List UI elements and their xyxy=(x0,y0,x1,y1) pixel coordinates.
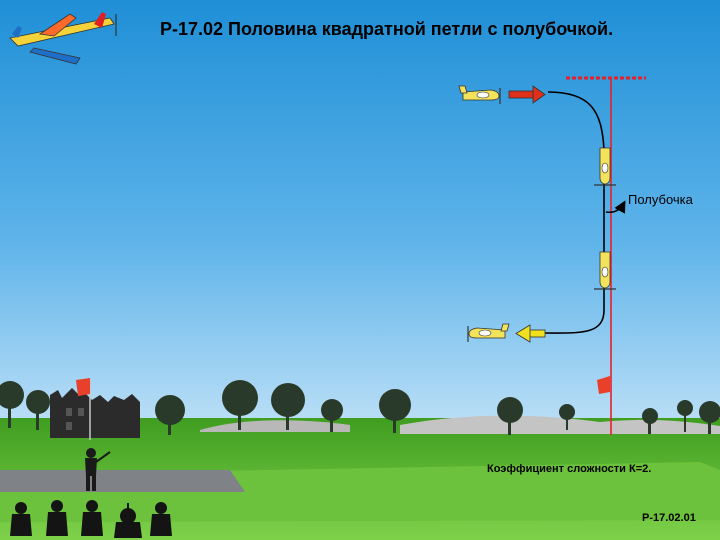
tree xyxy=(559,404,575,430)
left-flag xyxy=(76,378,91,440)
aircraft-exit-icon xyxy=(467,323,510,342)
aircraft-vertical-upper-icon xyxy=(594,147,616,186)
judge-silhouette xyxy=(81,500,103,536)
runway xyxy=(0,470,245,492)
judge-silhouette xyxy=(150,502,172,536)
aircraft-vertical-lower-icon xyxy=(594,251,616,290)
ground xyxy=(0,415,720,540)
tree xyxy=(379,389,411,433)
difficulty-label: Коэффициент сложности К=2. xyxy=(487,463,652,475)
tree xyxy=(699,401,720,434)
exit-arrow xyxy=(515,324,546,343)
half-roll-pointer xyxy=(605,200,626,214)
figure-code-label: Р-17.02.01 xyxy=(642,512,696,524)
figure-title: Р-17.02 Половина квадратной петли с полу… xyxy=(160,19,614,39)
flag-icon xyxy=(597,376,610,394)
ruined-building xyxy=(50,388,140,438)
manoeuvre-path xyxy=(544,91,605,334)
aerobatic-plane-icon xyxy=(9,12,117,65)
tree xyxy=(0,381,24,428)
tree xyxy=(155,395,185,435)
judge-silhouette xyxy=(10,502,32,536)
tree xyxy=(271,383,305,430)
tree xyxy=(677,400,693,432)
half-roll-label: Полубочка xyxy=(628,192,693,207)
judge-silhouette xyxy=(46,500,68,536)
tree xyxy=(321,399,343,432)
aircraft-entry-icon xyxy=(458,85,501,104)
entry-arrow xyxy=(508,85,546,104)
judges-row xyxy=(10,500,172,538)
tree-line xyxy=(0,380,720,435)
distant-hill xyxy=(400,415,720,434)
flag-icon xyxy=(76,378,90,396)
tree xyxy=(497,397,523,435)
tree xyxy=(642,408,658,434)
guide-line xyxy=(566,76,646,435)
pilot-silhouette xyxy=(85,448,111,491)
tree xyxy=(222,380,258,430)
tree xyxy=(26,390,50,430)
distant-hill xyxy=(200,420,350,432)
judge-silhouette xyxy=(114,503,142,538)
